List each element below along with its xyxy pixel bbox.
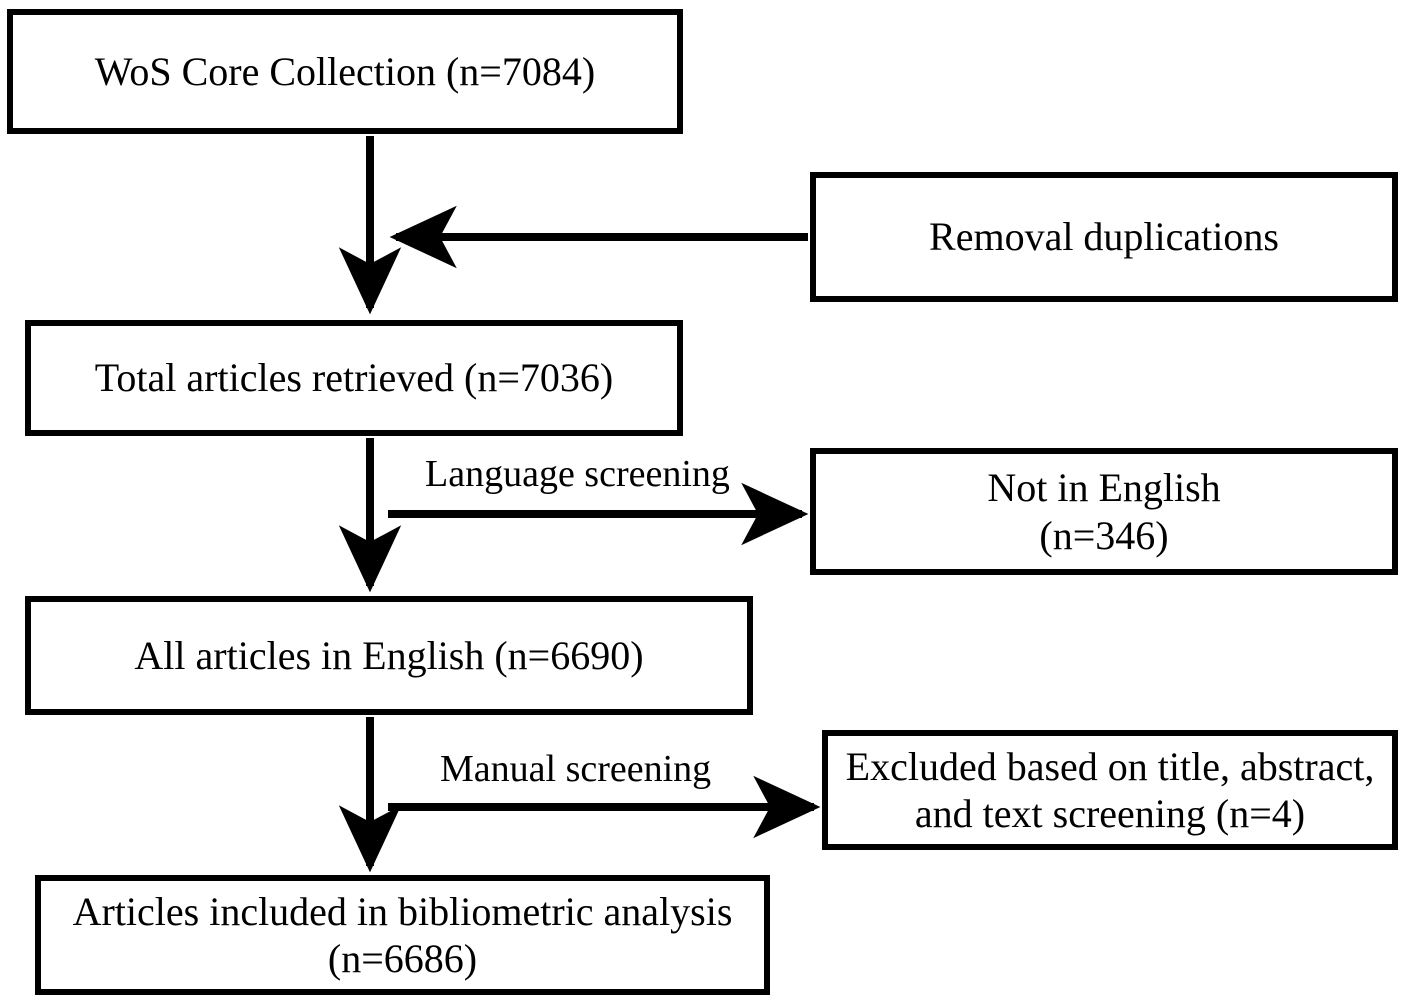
edge-label-language-screening: Language screening [425,453,730,495]
node-removal-duplications-label: Removal duplications [929,214,1279,260]
node-articles-included-label: Articles included in bibliometric analys… [72,888,733,981]
node-all-articles-in-english[interactable]: All articles in English (n=6690) [25,596,753,715]
node-not-in-english-label: Not in English (n=346) [987,465,1221,558]
node-excluded-manual-screening[interactable]: Excluded based on title, abstract, and t… [822,730,1398,850]
node-total-articles-retrieved[interactable]: Total articles retrieved (n=7036) [25,320,683,436]
node-wos-core-collection[interactable]: WoS Core Collection (n=7084) [7,9,683,134]
node-removal-duplications[interactable]: Removal duplications [810,172,1398,302]
node-wos-core-collection-label: WoS Core Collection (n=7084) [94,48,596,94]
node-excluded-manual-screening-label: Excluded based on title, abstract, and t… [845,743,1375,836]
node-not-in-english[interactable]: Not in English (n=346) [810,448,1398,575]
node-articles-included[interactable]: Articles included in bibliometric analys… [35,875,770,995]
edge-label-manual-screening: Manual screening [440,748,712,790]
node-total-articles-retrieved-label: Total articles retrieved (n=7036) [94,355,614,401]
node-all-articles-in-english-label: All articles in English (n=6690) [134,632,644,678]
